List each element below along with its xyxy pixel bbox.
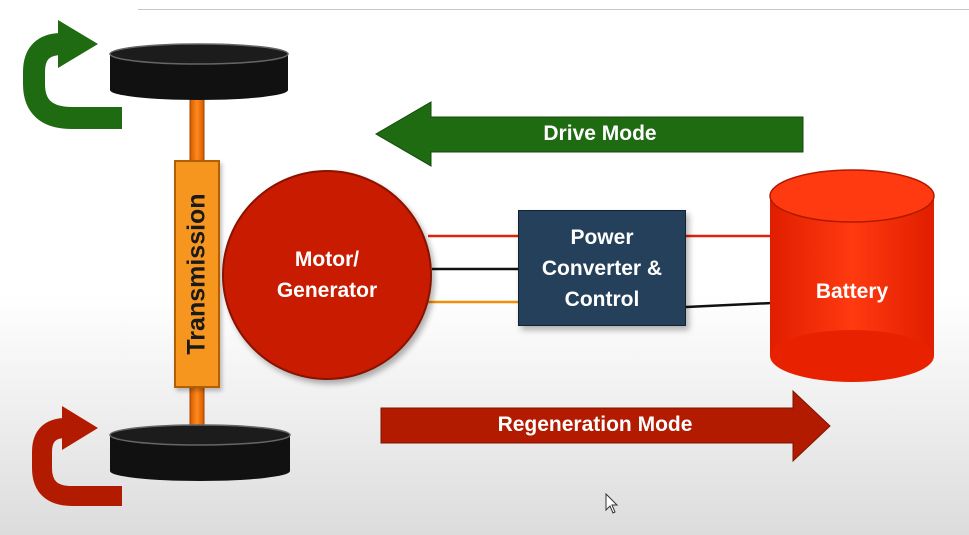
rotation-arrow-icon — [32, 406, 122, 506]
drive-mode-label: Drive Mode — [543, 122, 657, 145]
motor-generator-label: Motor/ Generator — [276, 248, 378, 302]
top-rule — [138, 9, 969, 10]
transmission-label: Transmission — [182, 193, 211, 355]
power-converter: Power Converter & Control — [518, 210, 686, 326]
transmission-bar: Transmission — [174, 160, 220, 388]
top-wheel — [109, 43, 289, 100]
motor-generator: Motor/ Generator — [222, 170, 432, 380]
regeneration-mode-arrow — [380, 389, 831, 463]
regeneration-mode-label: Regeneration Mode — [497, 413, 693, 436]
bottom-wheel — [109, 424, 291, 481]
mouse-cursor-icon — [605, 492, 619, 514]
battery — [769, 169, 935, 382]
battery-label: Battery — [815, 280, 889, 303]
drive-mode-arrow — [375, 101, 804, 167]
rotation-arrow-icon — [23, 20, 122, 129]
wire-black — [685, 301, 773, 309]
power-converter-label: Power Converter & Control — [541, 225, 663, 311]
